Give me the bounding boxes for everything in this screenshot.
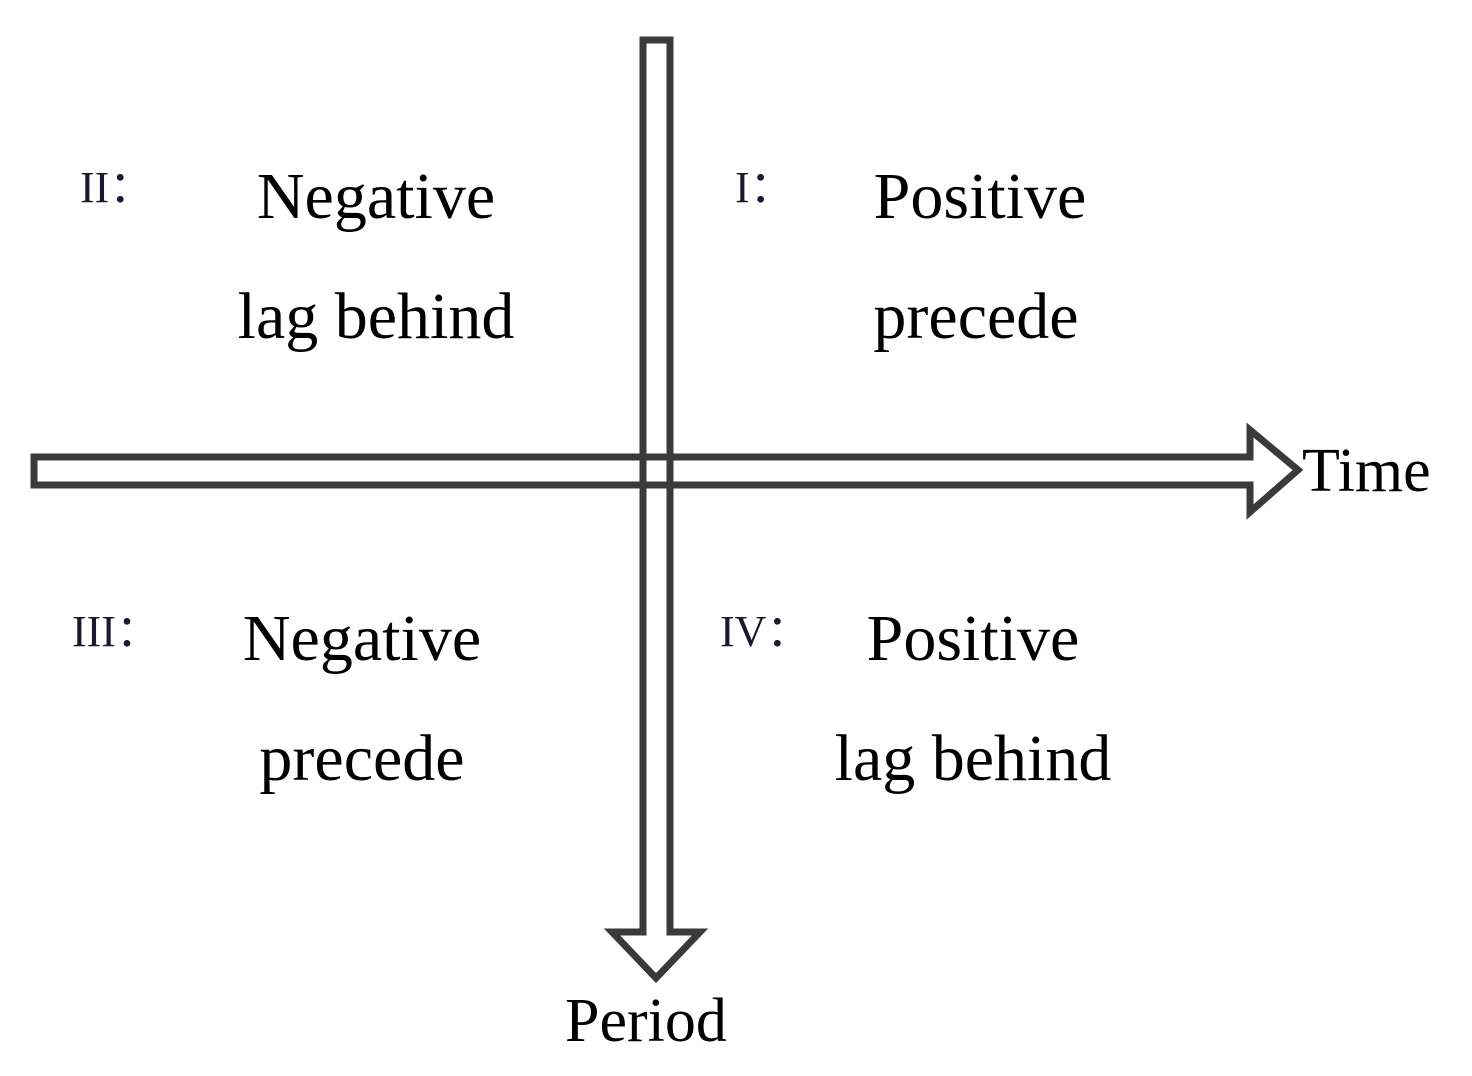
period-axis-label: Period bbox=[565, 987, 727, 1055]
quadrant-1-numeral: I： bbox=[735, 163, 794, 212]
quadrant-4-line1: Positive bbox=[866, 602, 1080, 675]
quadrant-2-line1: Negative bbox=[256, 160, 496, 233]
quadrant-4-numeral: IV： bbox=[720, 607, 811, 656]
quadrant-3-line1: Negative bbox=[242, 602, 482, 675]
time-axis-label: Time bbox=[1302, 437, 1431, 505]
quadrant-2-numeral: II： bbox=[80, 163, 154, 212]
quadrant-3-line2: precede bbox=[259, 722, 465, 795]
quadrant-3-numeral: III： bbox=[72, 607, 160, 656]
period-axis-arrow bbox=[603, 36, 709, 984]
quadrant-4-line2: lag behind bbox=[834, 722, 1112, 795]
quadrant-1-line1: Positive bbox=[873, 160, 1087, 233]
quadrant-2-line2: lag behind bbox=[237, 280, 515, 353]
quadrant-1-line2: precede bbox=[873, 280, 1079, 353]
time-axis-arrow bbox=[30, 422, 1304, 520]
